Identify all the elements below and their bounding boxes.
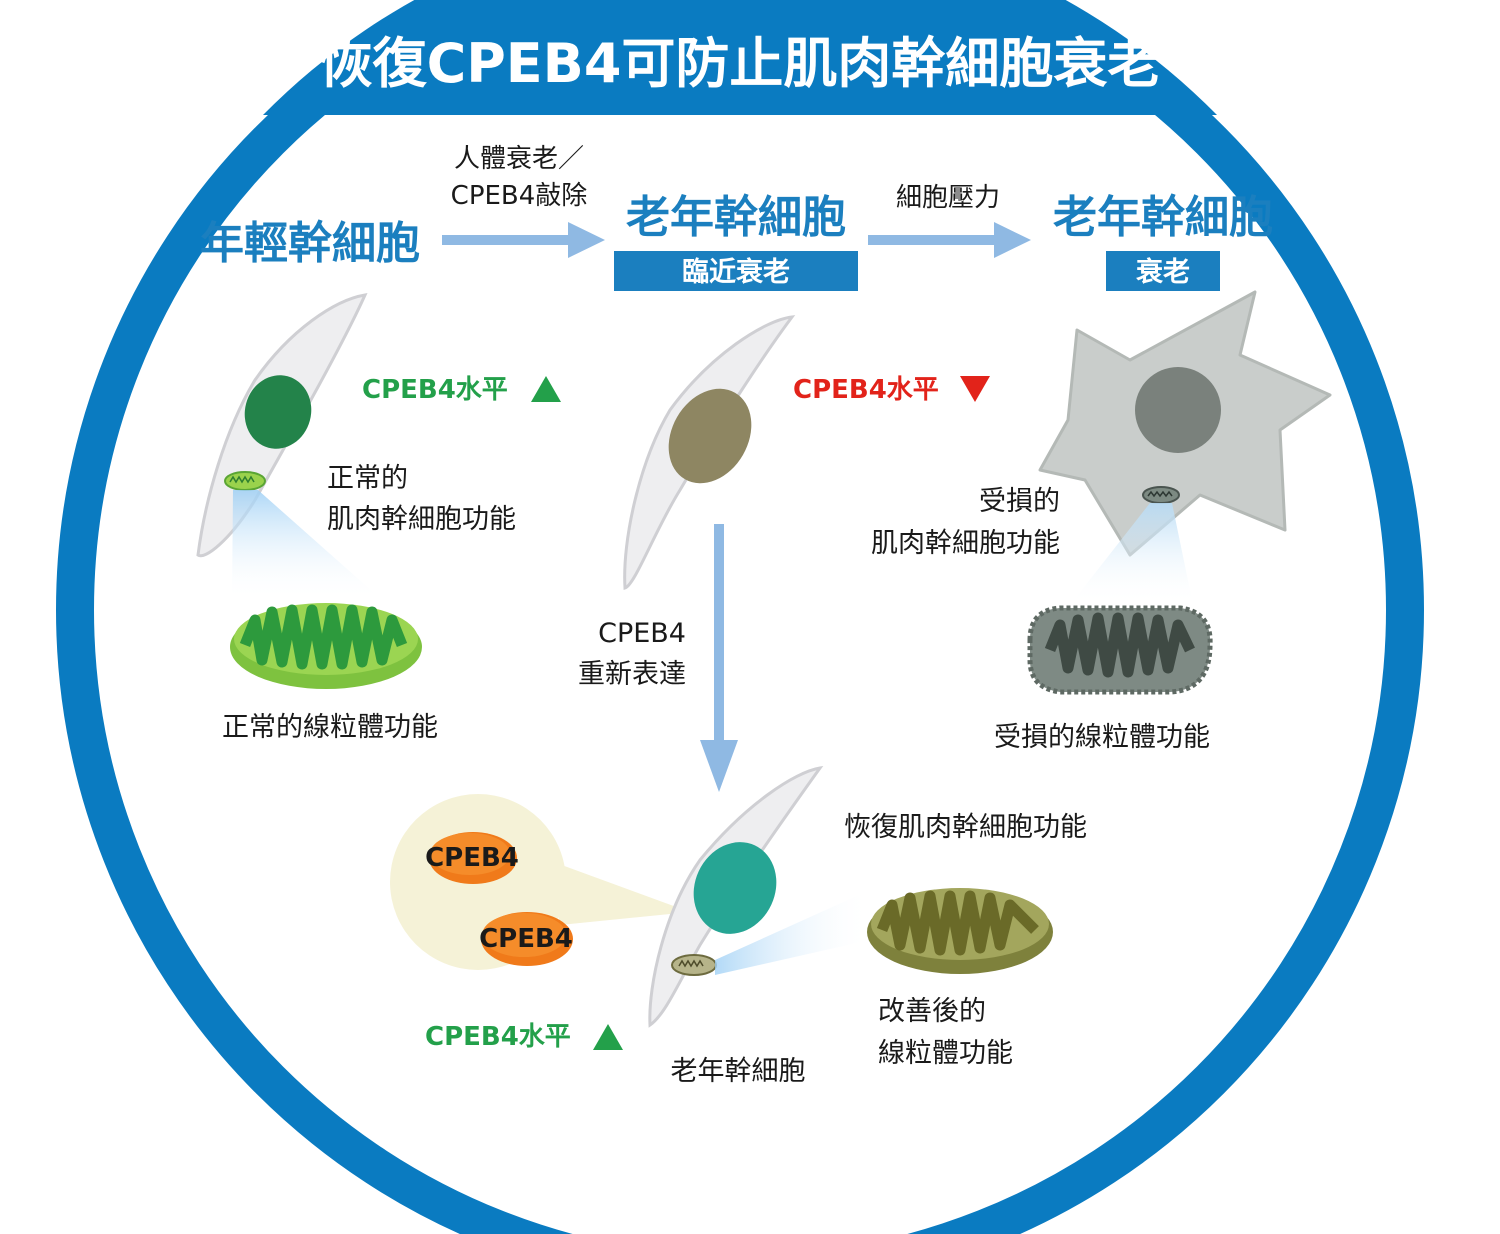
senescent-zoom-beam: [1070, 503, 1193, 605]
mitochondrion-icon: [867, 888, 1053, 974]
stage-title-young: 年輕幹細胞: [200, 218, 420, 269]
arrow-label-stress: 細胞壓力: [896, 183, 1000, 213]
young-function-line2: 肌肉幹細胞功能: [327, 504, 516, 535]
restored-cpeb4-level: CPEB4水平: [425, 1022, 571, 1052]
restored-cell-label: 老年幹細胞: [671, 1056, 806, 1087]
page-title: 恢復CPEB4可防止肌肉幹細胞衰老: [319, 32, 1162, 95]
arrow-down-icon: [700, 524, 738, 792]
protein-zoom-pointer: [548, 860, 690, 925]
restored-cell-icon: [648, 765, 824, 1028]
cpeb4-protein-label-1: CPEB4: [425, 843, 519, 873]
triangle-up-icon: [531, 376, 561, 402]
title-banner: [263, 0, 1217, 115]
senescent-function-line1: 受損的: [979, 486, 1060, 517]
stage-band-aging-label: 臨近衰老: [682, 256, 790, 288]
cpeb4-protein-label-2: CPEB4: [479, 924, 573, 954]
triangle-down-icon: [960, 376, 990, 402]
restored-mito-line1: 改善後的: [878, 996, 986, 1027]
arrow-label-aging-line1: 人體衰老／: [454, 144, 584, 174]
stage-title-senescent: 老年幹細胞: [1053, 192, 1273, 243]
arrow-label-aging-line2: CPEB4敲除: [451, 181, 588, 211]
arrow-label-reexpress-line2: 重新表達: [578, 659, 686, 690]
restored-mito-line2: 線粒體功能: [878, 1038, 1013, 1069]
young-cpeb4-level: CPEB4水平: [362, 375, 508, 405]
mitochondrion-icon: [230, 603, 422, 689]
restored-zoom-beam: [715, 890, 870, 975]
stage-title-aging: 老年幹細胞: [626, 192, 846, 243]
aging-cell-icon: [623, 315, 796, 590]
young-function-line1: 正常的: [327, 463, 408, 494]
triangle-up-icon: [593, 1024, 623, 1050]
senescent-function-line2: 肌肉幹細胞功能: [871, 528, 1060, 559]
stage-band-aging: [614, 251, 858, 291]
arrow-right-icon: [868, 222, 1031, 258]
aging-cpeb4-level: CPEB4水平: [793, 375, 939, 405]
restored-function-label: 恢復肌肉幹細胞功能: [844, 812, 1087, 843]
young-zoom-beam: [232, 490, 382, 600]
senescent-mito-label: 受損的線粒體功能: [994, 722, 1210, 753]
arrow-right-icon: [442, 222, 605, 258]
stage-band-senescent-label: 衰老: [1136, 256, 1190, 288]
cpeb4-protein-icon: [481, 912, 573, 966]
arrow-label-reexpress-line1: CPEB4: [598, 618, 686, 649]
young-mito-label: 正常的線粒體功能: [222, 712, 438, 743]
mitochondrion-icon: [1027, 605, 1213, 695]
stage-band-senescent: [1106, 251, 1220, 291]
cpeb4-protein-icon: [429, 832, 517, 884]
